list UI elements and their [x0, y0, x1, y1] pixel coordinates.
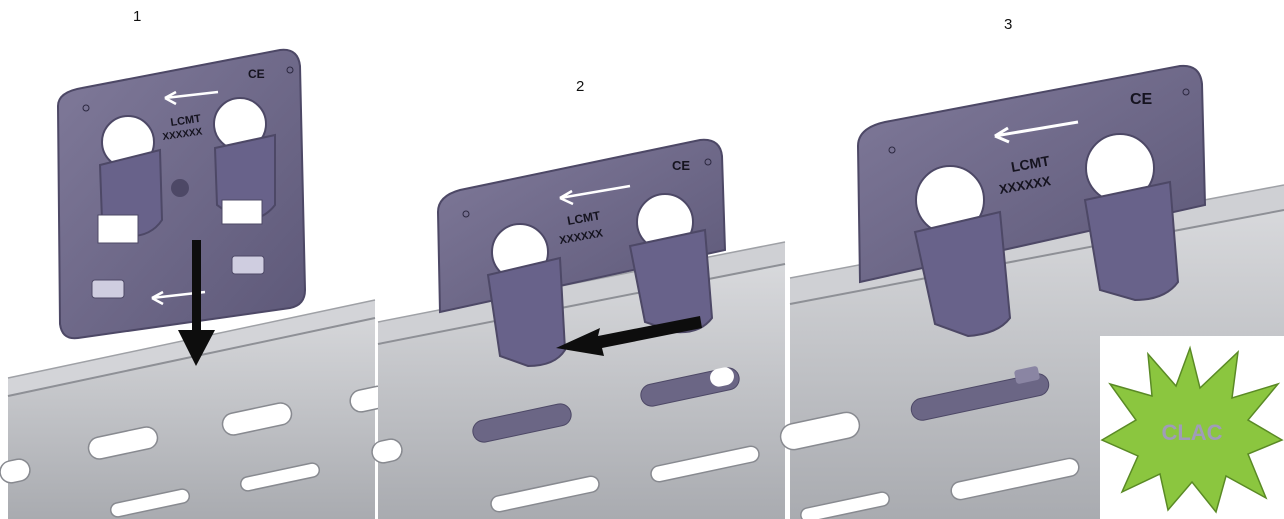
- tray-slot: [650, 445, 760, 483]
- panel-step-3: LCMT XXXXXX CE CLAC: [779, 64, 1284, 519]
- mounting-plate-1: [56, 48, 307, 340]
- tray-slot: [779, 411, 861, 451]
- step-number-3: 3: [1004, 16, 1013, 33]
- tray-slot: [239, 462, 321, 492]
- tray-slot: [221, 402, 293, 436]
- mounting-plate-2: [436, 138, 727, 368]
- clac-label: CLAC: [1161, 420, 1222, 445]
- step-number-1: 1: [133, 8, 142, 25]
- panel-step-1: LCMT XXXXXX CE: [0, 48, 391, 519]
- tray-slot: [0, 458, 31, 484]
- step-number-2: 2: [576, 78, 585, 95]
- left-arrow-icon: [556, 316, 702, 356]
- tray-slot: [800, 491, 890, 519]
- mounting-plate-3: [856, 64, 1207, 338]
- tray-slot: [109, 488, 191, 518]
- ce-mark: CE: [1130, 91, 1153, 108]
- ce-mark: CE: [672, 158, 690, 173]
- tray-slot: [490, 475, 600, 513]
- clac-burst: CLAC: [1100, 336, 1284, 519]
- plate-model-label: LCMT: [566, 208, 602, 228]
- cable-tray-rail-2: [371, 241, 786, 519]
- tray-slot: [87, 426, 159, 460]
- plate-model-label: LCMT: [170, 113, 202, 129]
- tray-slot-with-clip: [910, 366, 1050, 421]
- tray-slot: [950, 457, 1080, 501]
- panel-step-2: LCMT XXXXXX CE: [371, 138, 786, 519]
- plate-model-label: LCMT: [1010, 152, 1052, 175]
- ce-mark: CE: [248, 67, 265, 81]
- tray-slot-with-clip: [472, 367, 740, 443]
- down-arrow-icon: [178, 240, 215, 366]
- tray-slot: [371, 438, 403, 464]
